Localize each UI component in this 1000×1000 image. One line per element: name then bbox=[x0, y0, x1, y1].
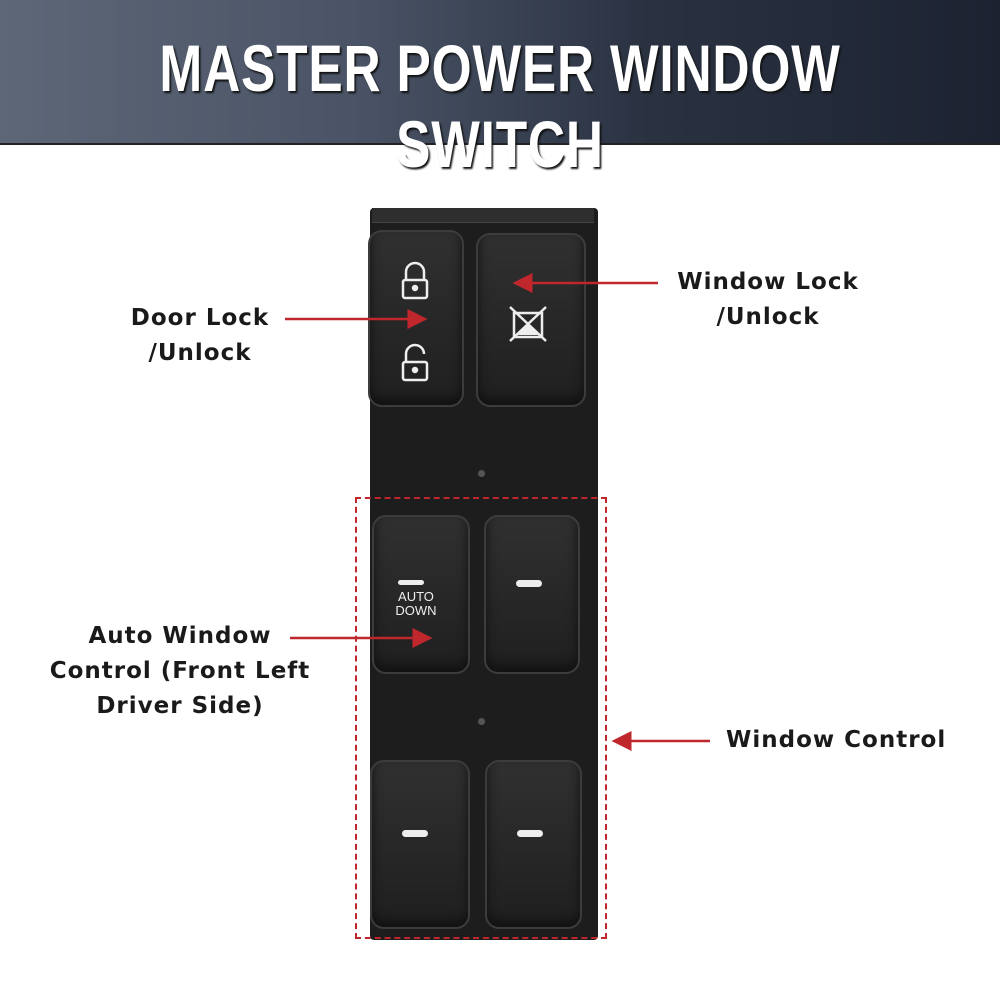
indicator-bar bbox=[516, 580, 542, 587]
label-line: Door Lock bbox=[130, 305, 270, 331]
header-banner: MASTER POWER WINDOW SWITCH bbox=[0, 0, 1000, 181]
window-switch-rear-left[interactable] bbox=[370, 760, 470, 929]
auto-down-label: AUTO DOWN bbox=[380, 590, 452, 618]
door-lock-label: Door Lock /Unlock bbox=[110, 301, 290, 371]
screw-dot bbox=[478, 718, 485, 725]
label-line: Control (Front Left bbox=[49, 658, 311, 684]
indicator-bar bbox=[398, 580, 424, 585]
auto-window-label: Auto Window Control (Front Left Driver S… bbox=[40, 619, 320, 724]
label-line: Auto Window bbox=[88, 623, 272, 649]
indicator-bar bbox=[402, 830, 428, 837]
window-switch-front-right[interactable] bbox=[484, 515, 580, 674]
lock-icons bbox=[401, 261, 429, 382]
lock-closed-icon bbox=[401, 261, 429, 300]
indicator-bar bbox=[517, 830, 543, 837]
label-line: /Unlock bbox=[148, 340, 252, 366]
page-title: MASTER POWER WINDOW SWITCH bbox=[159, 31, 841, 181]
window-control-highlight-box bbox=[355, 497, 607, 939]
window-lock-icon bbox=[509, 306, 547, 342]
screw-dot bbox=[478, 470, 485, 477]
window-switch-rear-right[interactable] bbox=[485, 760, 582, 929]
label-line: Driver Side) bbox=[96, 693, 264, 719]
lock-open-icon bbox=[401, 343, 429, 382]
auto-text: AUTO bbox=[398, 589, 434, 604]
window-lock-label: Window Lock /Unlock bbox=[668, 265, 868, 335]
label-line: /Unlock bbox=[716, 304, 820, 330]
down-text: DOWN bbox=[395, 603, 437, 618]
window-control-label: Window Control bbox=[726, 727, 947, 753]
window-lock-button[interactable] bbox=[476, 233, 586, 407]
switch-top-rail bbox=[372, 208, 594, 223]
label-line: Window Lock bbox=[677, 269, 859, 295]
